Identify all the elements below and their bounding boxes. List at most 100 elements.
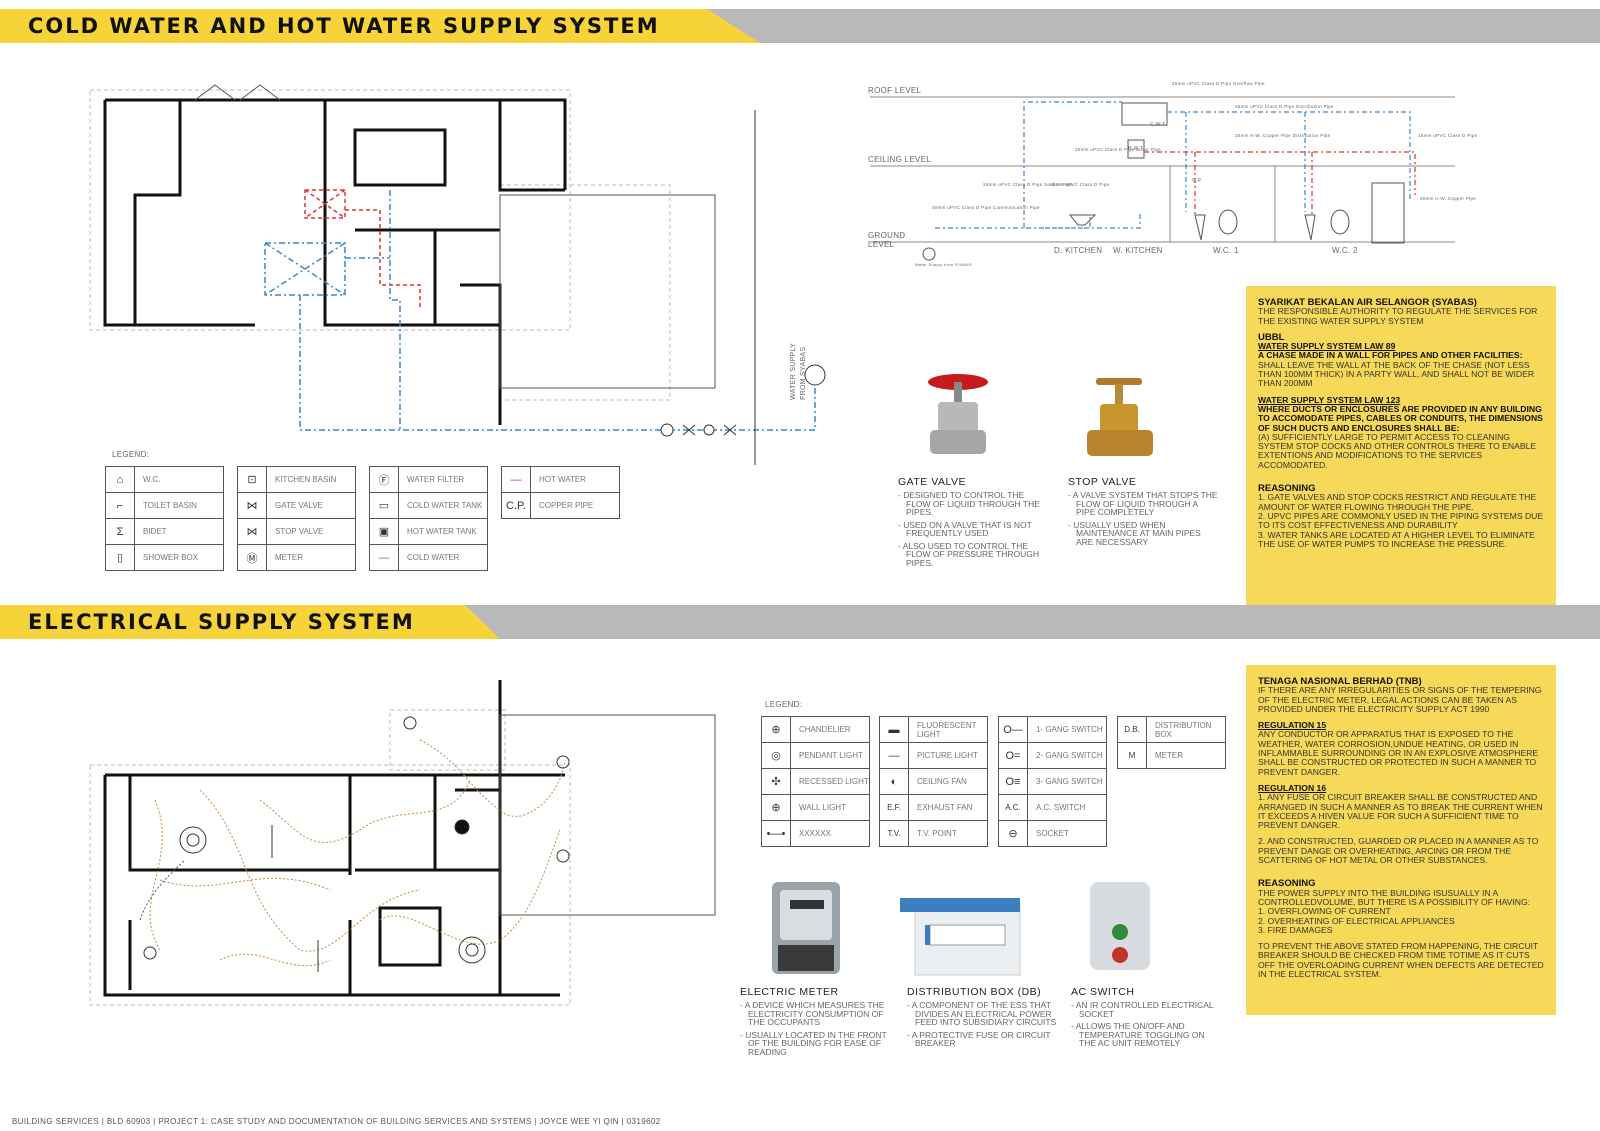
legend-label: HOT WATER TANK bbox=[398, 518, 488, 545]
gate-valve-icon: ⋈ bbox=[237, 492, 267, 519]
caption-item: - USUALLY LOCATED IN THE FRONT OF THE BU… bbox=[740, 1029, 887, 1057]
reasoning-item: 3. FIRE DAMAGES bbox=[1258, 924, 1333, 935]
electrical-regulation-note: TENAGA NASIONAL BERHAD (TNB) IF THERE AR… bbox=[1246, 665, 1556, 1015]
reasoning-heading: REASONING bbox=[1258, 483, 1316, 495]
three-gang-switch-icon: o≡ bbox=[998, 768, 1028, 795]
fluorescent-light-icon: ▬ bbox=[879, 716, 909, 743]
legend-label: METER bbox=[266, 544, 356, 571]
hwt-label: H.W.T. bbox=[1128, 146, 1145, 152]
distribution-box-title: DISTRIBUTION BOX (DB) bbox=[907, 986, 1042, 998]
water-title: COLD WATER AND HOT WATER SUPPLY SYSTEM bbox=[28, 14, 660, 38]
pipe-note: 15mm uPVC Class D Pipe bbox=[1050, 182, 1110, 187]
pipe-note: 25mm uPVC Class D Pipe Distribution Pipe bbox=[1235, 104, 1334, 109]
caption-item: - A VALVE SYSTEM THAT STOPS THE FLOW OF … bbox=[1068, 490, 1218, 517]
electrical-legend-col-3: o—1- GANG SWITCH o=2- GANG SWITCH o≡3- G… bbox=[998, 716, 1107, 847]
legend-label: WALL LIGHT bbox=[790, 794, 870, 821]
cp-label: C.P. bbox=[1192, 178, 1203, 184]
room-label: W.C. 2 bbox=[1332, 246, 1358, 255]
ceiling-level-label: CEILING LEVEL bbox=[868, 155, 932, 164]
reasoning-conclusion: TO PREVENT THE ABOVE STATED FROM HAPPENI… bbox=[1258, 941, 1544, 980]
ac-switch-photo bbox=[1090, 882, 1150, 970]
water-legend-col-1: ⌂W.C. ⌐TOILET BASIN ʃBIDET ▯SHOWER BOX bbox=[105, 466, 224, 571]
pipe-note: 30mm uPVC Class D Pipe Communication Pip… bbox=[932, 205, 1040, 210]
legend-label: XXXXXX bbox=[790, 820, 870, 847]
cold-water-tank-icon: ▭ bbox=[369, 492, 399, 519]
distribution-box-caption: DISTRIBUTION BOX (DB) - A COMPONENT OF T… bbox=[907, 986, 1057, 1052]
regulation-title: REGULATION 15 bbox=[1258, 720, 1327, 731]
cwt-label: C.W.T. bbox=[1150, 122, 1167, 128]
reasoning-item: 1. OVERFLOWING OF CURRENT bbox=[1258, 906, 1391, 917]
reasoning-item: 1. GATE VALVES AND STOP COCKS RESTRICT A… bbox=[1258, 492, 1537, 512]
footer: BUILDING SERVICES | BLD 60903 | PROJECT … bbox=[12, 1117, 661, 1126]
legend-label: EXHAUST FAN bbox=[908, 794, 988, 821]
ac-switch-title: AC SWITCH bbox=[1071, 986, 1135, 998]
caption-item: - A DEVICE WHICH MEASURES THE ELECTRICIT… bbox=[740, 1000, 885, 1027]
note-text: THE RESPONSIBLE AUTHORITY TO REGULATE TH… bbox=[1258, 306, 1538, 326]
ac-switch-caption: AC SWITCH - AN IR CONTROLLED ELECTRICAL … bbox=[1071, 986, 1221, 1052]
distribution-box-photo bbox=[900, 898, 1021, 976]
electrical-legend-title: LEGEND: bbox=[765, 700, 803, 709]
legend-label: STOP VALVE bbox=[266, 518, 356, 545]
caption-item: - USED ON A VALVE THAT IS NOT FREQUENTLY… bbox=[898, 519, 1032, 538]
legend-label: SHOWER BOX bbox=[134, 544, 224, 571]
electrical-legend-col-1: ⊕CHANDELIER ◎PENDANT LIGHT ✣RECESSED LIG… bbox=[761, 716, 870, 847]
stop-valve-caption: STOP VALVE - A VALVE SYSTEM THAT STOPS T… bbox=[1068, 476, 1218, 550]
legend-label: METER bbox=[1146, 742, 1226, 769]
reasoning-item: 3. WATER TANKS ARE LOCATED AT A HIGHER L… bbox=[1258, 529, 1535, 549]
note-heading: UBBL bbox=[1258, 331, 1285, 343]
legend-label: COLD WATER bbox=[398, 544, 488, 571]
caption-item: - ALSO USED TO CONTROL THE FLOW OF PRESS… bbox=[898, 540, 1040, 568]
meter-icon: M bbox=[1117, 742, 1147, 769]
roof-level-label: ROOF LEVEL bbox=[868, 86, 922, 95]
water-title-band: COLD WATER AND HOT WATER SUPPLY SYSTEM bbox=[0, 9, 1600, 43]
pipe-note: 25mm H.W. Copper Pipe Distribution Pipe bbox=[1235, 133, 1331, 138]
room-label: W. KITCHEN bbox=[1113, 246, 1163, 255]
water-title-tab: COLD WATER AND HOT WATER SUPPLY SYSTEM bbox=[0, 9, 760, 43]
legend-label: COPPER PIPE bbox=[530, 492, 620, 519]
ground-level-label-2: LEVEL bbox=[868, 240, 895, 249]
legend-label: WATER FILTER bbox=[398, 466, 488, 493]
tv-point-icon: T.V. bbox=[879, 820, 909, 847]
legend-label: T.V. POINT bbox=[908, 820, 988, 847]
regulation-text: 1. ANY FUSE OR CIRCUIT BREAKER SHALL BE … bbox=[1258, 792, 1543, 831]
exhaust-fan-icon: E.F. bbox=[879, 794, 909, 821]
ac-switch-icon: A.C. bbox=[998, 794, 1028, 821]
caption-item: - ALLOWS THE ON/OFF AND TEMPERATURE TOGG… bbox=[1071, 1021, 1205, 1048]
room-label: D. KITCHEN bbox=[1054, 246, 1103, 255]
law-text: SHALL LEAVE THE WALL AT THE BACK OF THE … bbox=[1258, 359, 1535, 389]
pipe-note: 25mm uPVC Class D Pipe Scour Pipe bbox=[1075, 147, 1161, 152]
gate-valve-caption: GATE VALVE - DESIGNED TO CONTROL THE FLO… bbox=[898, 476, 1048, 571]
electrical-title-band: ELECTRICAL SUPPLY SYSTEM bbox=[0, 605, 1600, 639]
distribution-box-icon: D.B. bbox=[1117, 716, 1147, 743]
gate-valve-title: GATE VALVE bbox=[898, 476, 967, 488]
electric-meter-caption: ELECTRIC METER - A DEVICE WHICH MEASURES… bbox=[740, 986, 890, 1060]
legend-label: A.C. SWITCH bbox=[1027, 794, 1107, 821]
regulation-title: REGULATION 16 bbox=[1258, 782, 1327, 793]
socket-icon: ⊖ bbox=[998, 820, 1028, 847]
note-text: IF THERE ARE ANY IRREGULARITIES OR SIGNS… bbox=[1258, 685, 1542, 714]
gate-valve-photo bbox=[928, 374, 988, 454]
reasoning-item: 2. UPVC PIPES ARE COMMONLY USED IN THE P… bbox=[1258, 510, 1544, 531]
legend-label: PENDANT LIGHT bbox=[790, 742, 870, 769]
hot-water-line-icon: — bbox=[501, 466, 531, 493]
caption-item: - AN IR CONTROLLED ELECTRICAL SOCKET bbox=[1071, 1000, 1214, 1019]
pipe-note: 25mm uPVC Class D Pipe Overflow Pipe bbox=[1172, 81, 1265, 86]
note-heading: TENAGA NASIONAL BERHAD (TNB) bbox=[1258, 676, 1422, 687]
ground-level-label-1: GROUND bbox=[868, 231, 906, 240]
caption-item: - A COMPONENT OF THE ESS THAT DIVIDES AN… bbox=[907, 1000, 1057, 1027]
electrical-title: ELECTRICAL SUPPLY SYSTEM bbox=[28, 610, 415, 634]
caption-item: - USUALLY USED WHEN MAINTENANCE AT MAIN … bbox=[1068, 519, 1201, 547]
law-bold: A CHASE MADE IN A WALL FOR PIPES AND OTH… bbox=[1258, 350, 1523, 361]
legend-label: 3- GANG SWITCH bbox=[1027, 768, 1107, 795]
pipe-note: 15mm uPVC Class D Pipe bbox=[1418, 133, 1478, 138]
electric-meter-photo bbox=[772, 882, 840, 974]
law-title: WATER SUPPLY SYSTEM LAW 123 bbox=[1258, 394, 1401, 405]
copper-pipe-icon: C.P. bbox=[501, 492, 531, 519]
ceiling-fan-icon: ◐ bbox=[879, 768, 909, 795]
water-regulation-note: SYARIKAT BEKALAN AIR SELANGOR (SYABAS) T… bbox=[1246, 286, 1556, 608]
